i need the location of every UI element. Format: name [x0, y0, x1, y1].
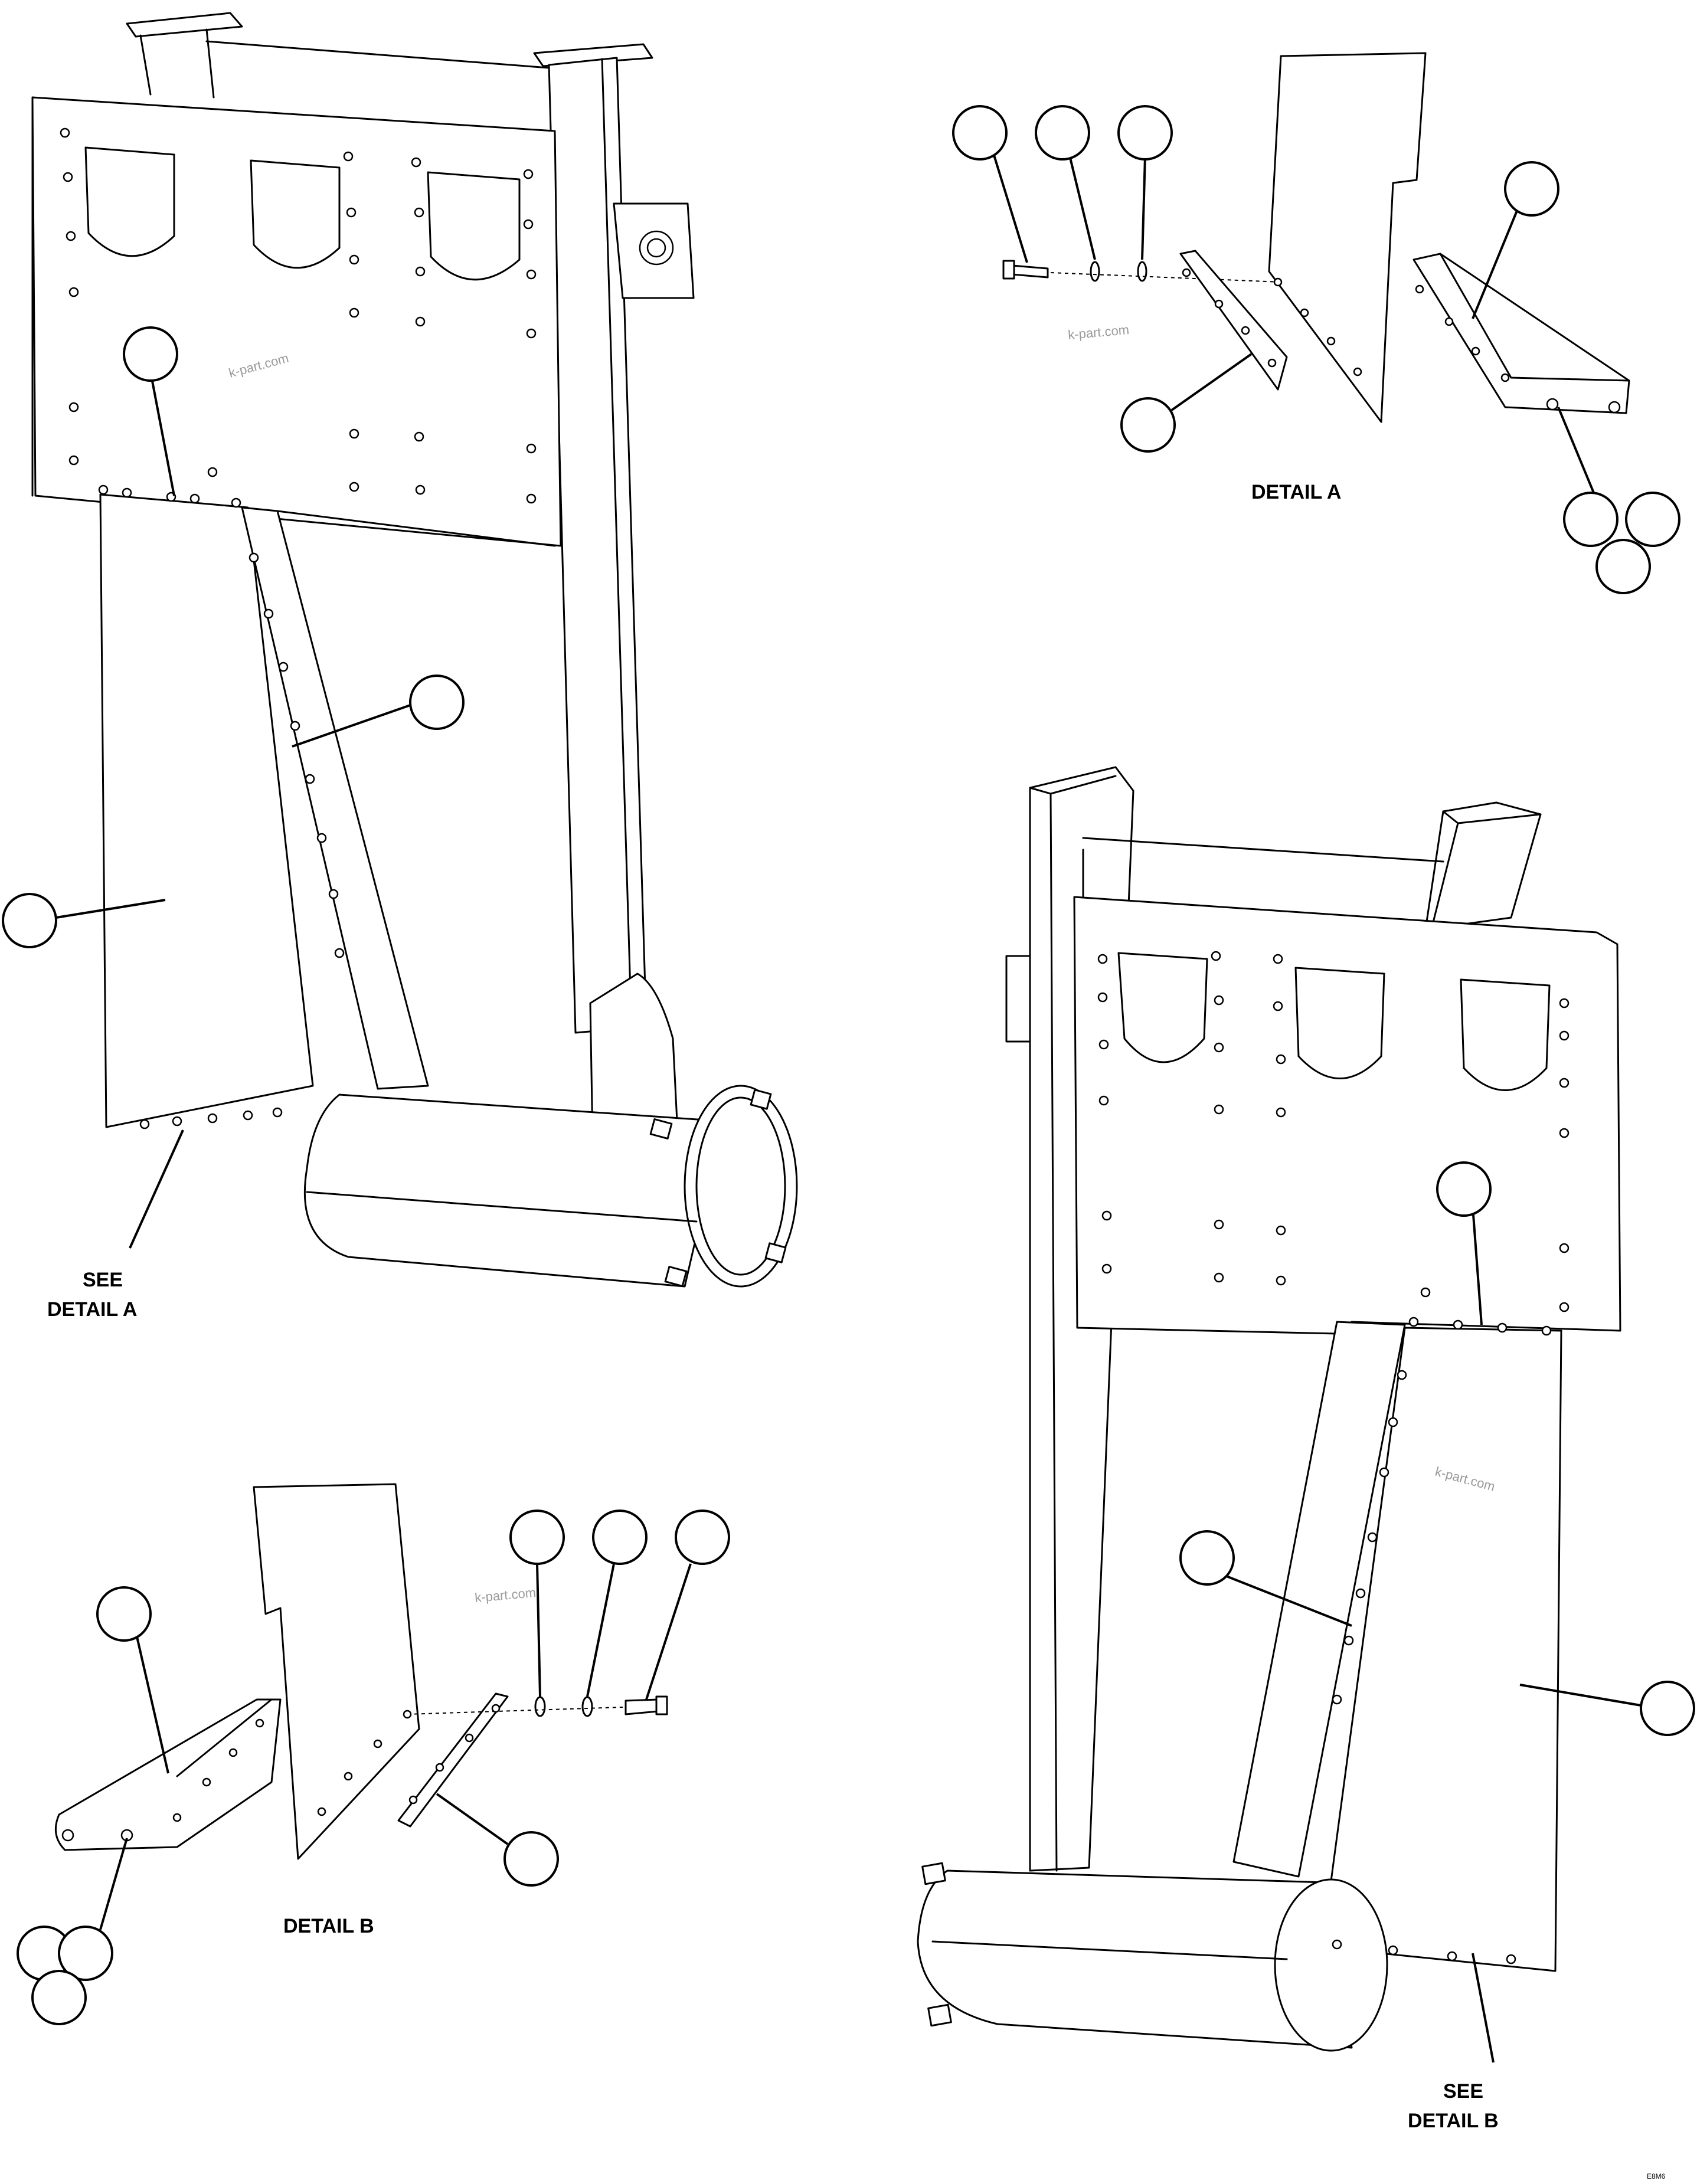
- callout-b-1: [96, 1586, 152, 1642]
- detail-a: DETAIL A: [952, 52, 1680, 594]
- figure-code: E8M6: [1647, 2172, 1666, 2180]
- see-detail-b-line2: DETAIL B: [1408, 2110, 1499, 2132]
- callout-a-7: [1625, 492, 1680, 547]
- callout-a-8: [1595, 539, 1651, 594]
- left-frame-assembly: SEE DETAIL A: [2, 12, 798, 1321]
- callout-a-2: [1035, 105, 1090, 161]
- callout-right-3: [1640, 1681, 1695, 1736]
- callout-left-2: [409, 674, 465, 730]
- watermark-2: k-part.com: [1067, 322, 1130, 342]
- callout-a-5: [1120, 397, 1176, 453]
- callout-b-3: [592, 1510, 648, 1565]
- callout-left-1: [123, 326, 178, 382]
- callout-left-3: [2, 893, 57, 948]
- callout-b-5: [503, 1831, 559, 1887]
- callout-a-3: [1117, 105, 1173, 161]
- callout-right-1: [1436, 1161, 1492, 1217]
- see-detail-a-line2: DETAIL A: [47, 1298, 137, 1321]
- left-plate-holes: [60, 127, 537, 1129]
- callout-b-7: [58, 1926, 113, 1981]
- detail-b: DETAIL B: [17, 1483, 730, 2025]
- detail-a-title: DETAIL A: [1251, 481, 1341, 503]
- see-detail-b-line1: SEE: [1443, 2080, 1483, 2103]
- callout-right-2: [1179, 1530, 1235, 1586]
- callout-a-6: [1563, 492, 1618, 547]
- callout-b-8: [31, 1970, 87, 2025]
- right-plate-holes: [1097, 951, 1570, 1964]
- callout-a-1: [952, 105, 1008, 161]
- see-detail-a-line1: SEE: [83, 1269, 123, 1291]
- callout-b-4: [675, 1510, 730, 1565]
- callout-a-4: [1504, 161, 1559, 217]
- callout-b-2: [509, 1510, 565, 1565]
- detail-b-title: DETAIL B: [283, 1915, 374, 1937]
- watermark-4: k-part.com: [474, 1585, 537, 1605]
- right-frame-assembly: SEE DETAIL B: [917, 766, 1695, 2132]
